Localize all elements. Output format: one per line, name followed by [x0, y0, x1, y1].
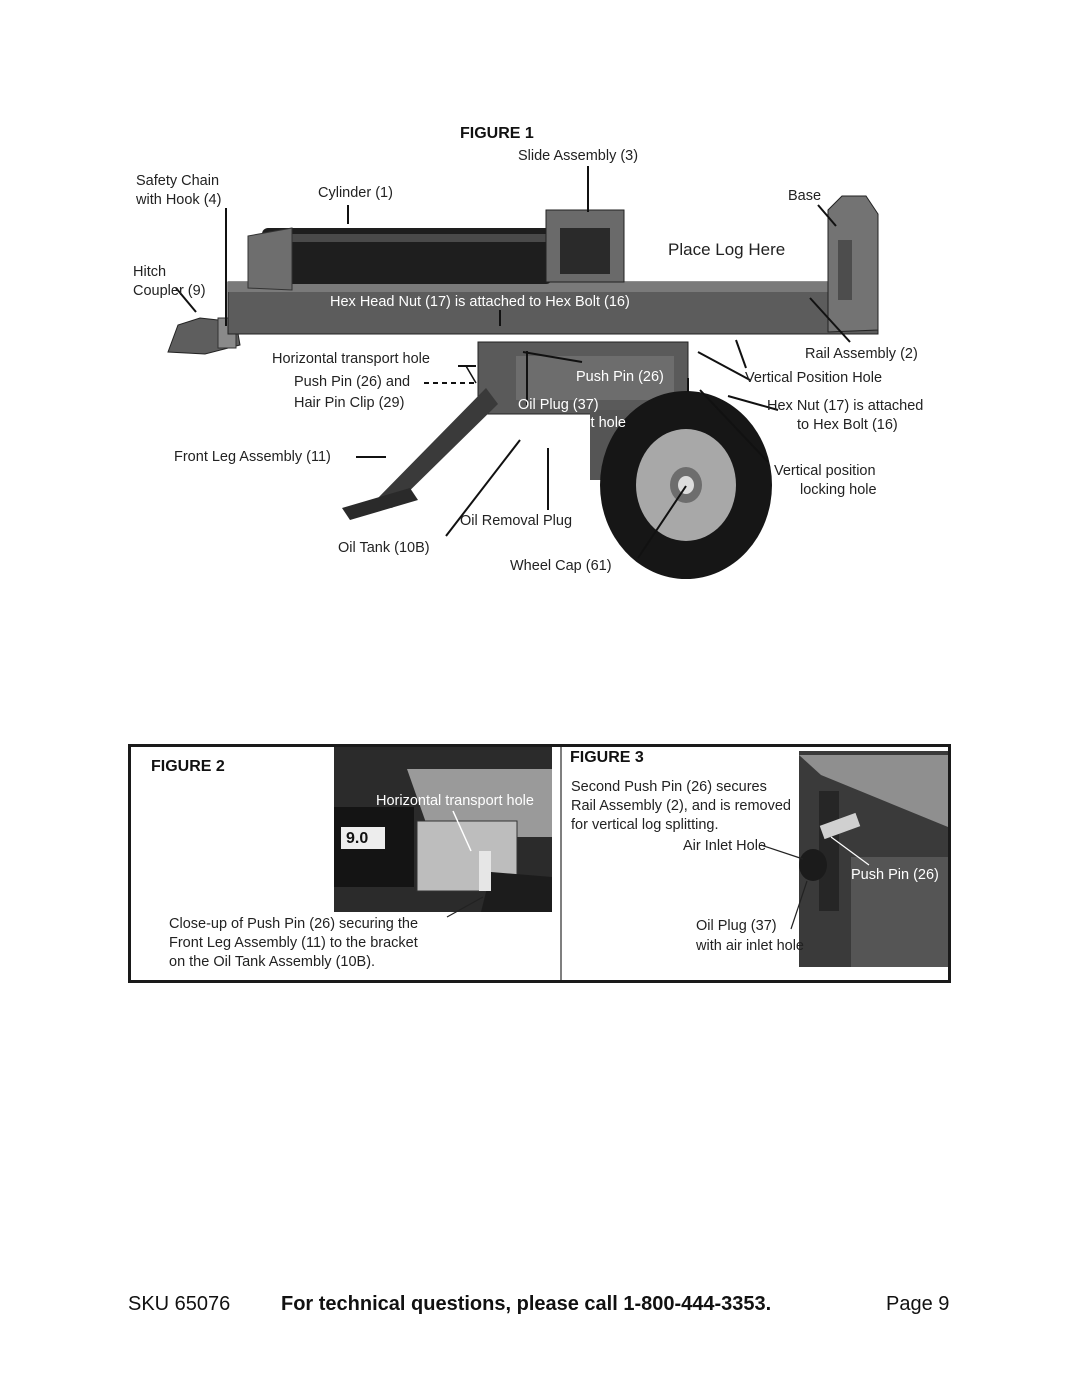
figure-2-title: FIGURE 2	[151, 758, 225, 775]
panel-divider	[560, 747, 562, 980]
figure-3-text-line1: Second Push Pin (26) secures	[571, 779, 767, 795]
figure-1-title: FIGURE 1	[460, 125, 534, 142]
engine-badge: 9.0	[346, 830, 369, 847]
figure-2-caption-line1: Close-up of Push Pin (26) securing the	[169, 916, 419, 932]
base-plate	[827, 195, 879, 333]
label-oil-tank: Oil Tank (10B)	[338, 540, 430, 556]
label-safety-chain-line2: with Hook (4)	[136, 192, 222, 208]
figure-2-photo	[334, 747, 552, 918]
label-push-pin-and: Push Pin (26) and	[294, 374, 411, 390]
footer-technical-questions: For technical questions, please call 1-8…	[281, 1293, 772, 1315]
label-rail-assembly: Rail Assembly (2)	[805, 346, 918, 362]
figure-3-title: FIGURE 3	[570, 749, 644, 766]
label-vertical-position-hole: Vertical Position Hole	[745, 370, 883, 386]
label-hex-nut-line2: to Hex Bolt (16)	[797, 417, 898, 433]
figure-3-air-inlet-hole: Air Inlet Hole	[683, 838, 767, 854]
label-oil-removal-plug: Oil Removal Plug	[460, 513, 573, 529]
log-splitter-illustration	[167, 166, 879, 579]
label-vertical-locking-line2: locking hole	[800, 482, 877, 498]
figure-2-horizontal-transport-hole: Horizontal transport hole	[376, 793, 534, 809]
label-front-leg-assembly: Front Leg Assembly (11)	[174, 449, 331, 465]
figure-2-caption-line3: on the Oil Tank Assembly (10B).	[169, 954, 376, 970]
figure-3-text-line2: Rail Assembly (2), and is removed	[571, 798, 791, 814]
figure-3-photo	[760, 751, 948, 967]
label-oil-plug-line1: Oil Plug (37)	[518, 397, 599, 413]
label-horizontal-transport-hole: Horizontal transport hole	[272, 351, 430, 367]
label-oil-plug-line2: with air inlet hole	[518, 415, 626, 431]
footer-page-number: Page 9	[886, 1293, 950, 1315]
figures-2-3-panel: FIGURE 2 9.0 Horizontal transport hole C…	[128, 744, 951, 983]
label-vertical-locking-line1: Vertical position	[774, 463, 876, 479]
label-hex-nut-line1: Hex Nut (17) is attached	[767, 398, 924, 414]
label-hex-head-nut: Hex Head Nut (17) is attached to Hex Bol…	[330, 294, 630, 310]
footer-sku: SKU 65076	[128, 1293, 231, 1315]
front-leg-shape	[376, 388, 498, 508]
label-base: Base	[788, 188, 822, 204]
figure-3-oil-plug-line2: with air inlet hole	[696, 938, 804, 954]
label-cylinder: Cylinder (1)	[318, 185, 393, 201]
label-hair-pin-clip: Hair Pin Clip (29)	[294, 395, 405, 411]
label-safety-chain-line1: Safety Chain	[136, 173, 220, 189]
label-push-pin-fig1: Push Pin (26)	[576, 369, 664, 385]
figure-2-caption-line2: Front Leg Assembly (11) to the bracket	[169, 935, 418, 951]
figure-3-push-pin: Push Pin (26)	[851, 867, 939, 883]
figure-3-oil-plug-line1: Oil Plug (37)	[696, 918, 777, 934]
label-wheel-cap: Wheel Cap (61)	[510, 558, 612, 574]
label-slide-assembly: Slide Assembly (3)	[518, 148, 639, 164]
figure-3-text-line3: for vertical log splitting.	[571, 817, 719, 833]
label-place-log-here: Place Log Here	[668, 240, 786, 259]
label-hitch-line2: Coupler (9)	[133, 283, 206, 299]
label-hitch-line1: Hitch	[133, 264, 167, 280]
